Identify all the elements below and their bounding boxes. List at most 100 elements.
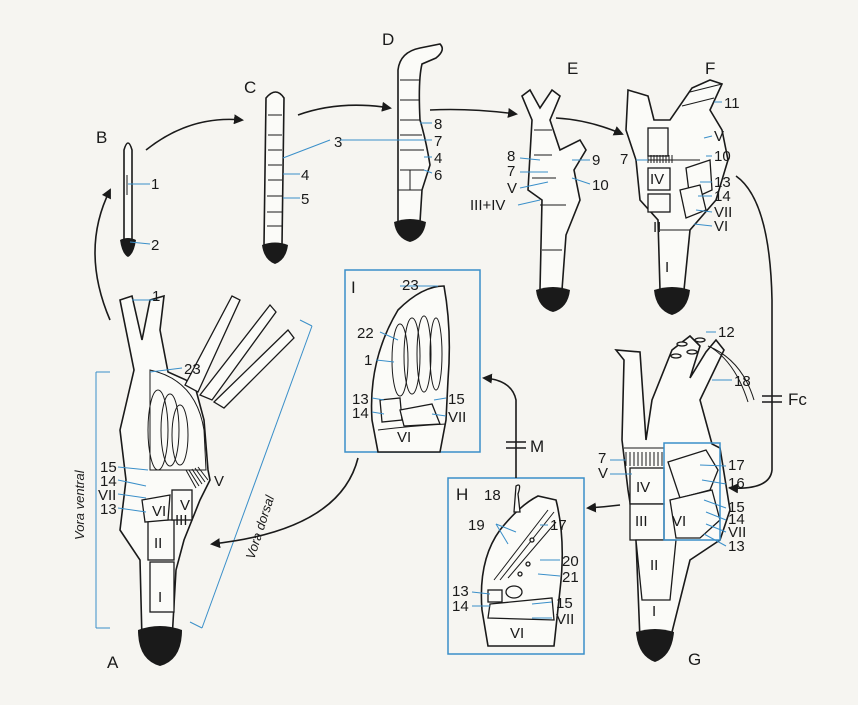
- label-d-7: 7: [434, 133, 442, 150]
- label-e-8: 8: [507, 148, 515, 165]
- transition-m-label: M: [530, 437, 544, 456]
- label-g-vii: VII: [728, 524, 746, 541]
- vora-ventral-label: Vora ventral: [72, 469, 87, 540]
- cycle-arrows: Fc M: [94, 101, 807, 549]
- stage-letter-h: H: [456, 485, 468, 504]
- label-h-21: 21: [562, 569, 579, 586]
- stage-letter-e: E: [567, 59, 578, 78]
- label-h-15: 15: [556, 595, 573, 612]
- label-g-16: 16: [728, 475, 745, 492]
- label-g-v: V: [598, 465, 608, 482]
- segment-a-i: I: [158, 589, 162, 606]
- label-h-vii: VII: [556, 611, 574, 628]
- label-f-v: V: [714, 128, 724, 145]
- label-a-v: V: [214, 473, 224, 490]
- segment-h-vi: VI: [510, 625, 524, 642]
- label-b-1: 1: [151, 176, 159, 193]
- segment-i-vi: VI: [397, 429, 411, 446]
- label-g-13: 13: [728, 538, 745, 555]
- label-e-iii-iv: III+IV: [470, 197, 505, 214]
- label-h-19: 19: [468, 517, 485, 534]
- label-f-vii: VII: [714, 204, 732, 221]
- label-g-14: 14: [728, 511, 745, 528]
- label-a-13: 13: [100, 501, 117, 518]
- label-e-9: 9: [592, 152, 600, 169]
- label-f-14: 14: [714, 188, 731, 205]
- spores-g: [670, 337, 706, 359]
- arrow-f-to-g: [728, 175, 773, 494]
- label-f-11: 11: [724, 95, 740, 112]
- stage-a: A 1 23 15 14 VII 13 V V VI II I III Vora…: [72, 288, 313, 672]
- stage-letter-b: B: [96, 128, 107, 147]
- label-i-14: 14: [352, 405, 369, 422]
- arrow-e-to-f: [555, 117, 624, 136]
- inset-h: H 18 19 17 20 21 13 14 15 VII VI: [447, 477, 585, 655]
- label-h-20: 20: [562, 553, 579, 570]
- label-i-23: 23: [402, 277, 419, 294]
- label-d-8: 8: [434, 116, 442, 133]
- label-h-18: 18: [484, 487, 501, 504]
- arrow-b-to-c: [145, 114, 244, 151]
- stage-g: G 12 18 7 V 17 16 15 14 VII 13 IV III II…: [598, 324, 755, 669]
- label-c-4: 4: [301, 167, 309, 184]
- stage-f: F 11 V 7 10 13 14 VII VI II I IV: [620, 59, 740, 315]
- segment-a-v: V: [180, 497, 190, 514]
- label-f-vi: VI: [714, 218, 728, 235]
- inset-g-highlight: [663, 442, 721, 541]
- stage-letter-i: I: [351, 278, 356, 297]
- label-g-17: 17: [728, 457, 745, 474]
- arrow-h-to-i: [482, 373, 517, 478]
- arrow-d-to-e: [429, 108, 518, 118]
- label-a-14: 14: [100, 473, 117, 490]
- label-a-1: 1: [152, 288, 160, 305]
- arrow-c-to-d: [297, 101, 392, 116]
- arrow-g-to-h: [586, 502, 621, 513]
- label-h-17: 17: [550, 517, 567, 534]
- label-c-5: 5: [301, 191, 309, 208]
- label-e-7: 7: [507, 163, 515, 180]
- stage-b: B 1 2: [96, 128, 159, 257]
- segment-g-iii: III: [635, 513, 648, 530]
- stage-d: D 8 7 4 6: [340, 30, 444, 242]
- label-i-15: 15: [448, 391, 465, 408]
- hair-fringe-a: [185, 466, 209, 489]
- label-g-18: 18: [734, 373, 751, 390]
- label-h-13: 13: [452, 583, 469, 600]
- stage-letter-d: D: [382, 30, 394, 49]
- label-d-6: 6: [434, 167, 442, 184]
- label-e-10: 10: [592, 177, 609, 194]
- segment-a-iii: III: [175, 512, 188, 529]
- label-a-15: 15: [100, 459, 117, 476]
- segment-a-vi: VI: [152, 503, 166, 520]
- label-g-12: 12: [718, 324, 735, 341]
- label-a-23: 23: [184, 361, 201, 378]
- stage-letter-c: C: [244, 78, 256, 97]
- label-i-1: 1: [364, 352, 372, 369]
- stage-letter-g: G: [688, 650, 701, 669]
- transition-fc-label: Fc: [788, 390, 807, 409]
- stage-letter-a: A: [107, 653, 119, 672]
- arrow-a-to-b: [94, 188, 111, 321]
- segment-g-vi: VI: [672, 513, 686, 530]
- label-i-vii: VII: [448, 409, 466, 426]
- segment-f-i: I: [665, 259, 669, 276]
- hair-fringe-g: [625, 452, 663, 466]
- segment-g-ii: II: [650, 557, 658, 574]
- inset-i: I 23 22 1 13 14 15 VII VI: [344, 269, 481, 453]
- label-f-7: 7: [620, 151, 628, 168]
- segment-a-ii: II: [154, 535, 162, 552]
- segment-g-iv: IV: [636, 479, 650, 496]
- stage-e: E 8 9 7 10 V III+IV: [470, 59, 609, 312]
- label-a-vii: VII: [98, 487, 116, 504]
- arrow-i-to-a: [210, 457, 359, 549]
- segment-f-iv: IV: [650, 171, 664, 188]
- label-e-v: V: [507, 180, 517, 197]
- segment-g-i: I: [652, 603, 656, 620]
- label-g-7: 7: [598, 450, 606, 467]
- label-b-2: 2: [151, 237, 159, 254]
- segment-f-ii: II: [653, 219, 661, 236]
- label-f-13: 13: [714, 174, 731, 191]
- label-g-15: 15: [728, 499, 745, 516]
